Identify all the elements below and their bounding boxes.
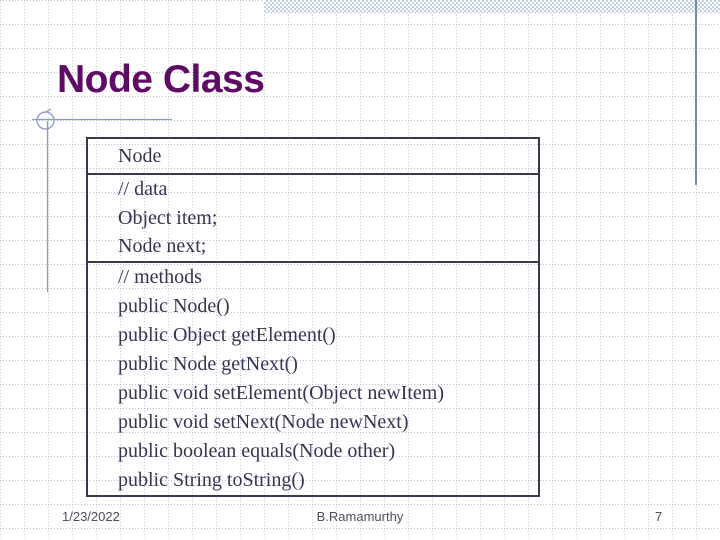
code-line: public void setElement(Object newItem) [118,382,445,404]
footer-slide-number: 7 [655,509,663,524]
uml-class-box: Node // data Object item; Node next; // … [86,137,540,497]
code-line: // data [118,178,168,200]
code-line: // methods [118,266,202,288]
class-methods-section: // methods public Node() public Object g… [88,263,538,495]
code-line: public boolean equals(Node other) [118,440,396,462]
footer-date: 1/23/2022 [62,509,120,524]
slide-footer: 1/23/2022 B.Ramamurthy 7 [0,509,720,527]
class-data-section: // data Object item; Node next; [88,175,538,263]
slide-title: Node Class [57,58,265,101]
right-vertical-accent-line [695,0,697,185]
code-line: Node next; [118,235,207,258]
code-line: public Object getElement() [118,324,336,346]
footer-author: B.Ramamurthy [316,509,404,524]
class-name-cell: Node [88,139,538,175]
code-line: Object item; [118,206,218,229]
code-line: public String toString() [118,469,305,491]
top-blue-band-decoration [264,0,720,13]
code-line: public Node getNext() [118,353,298,375]
code-line: public Node() [118,295,230,317]
code-line: public void setNext(Node newNext) [118,411,409,433]
